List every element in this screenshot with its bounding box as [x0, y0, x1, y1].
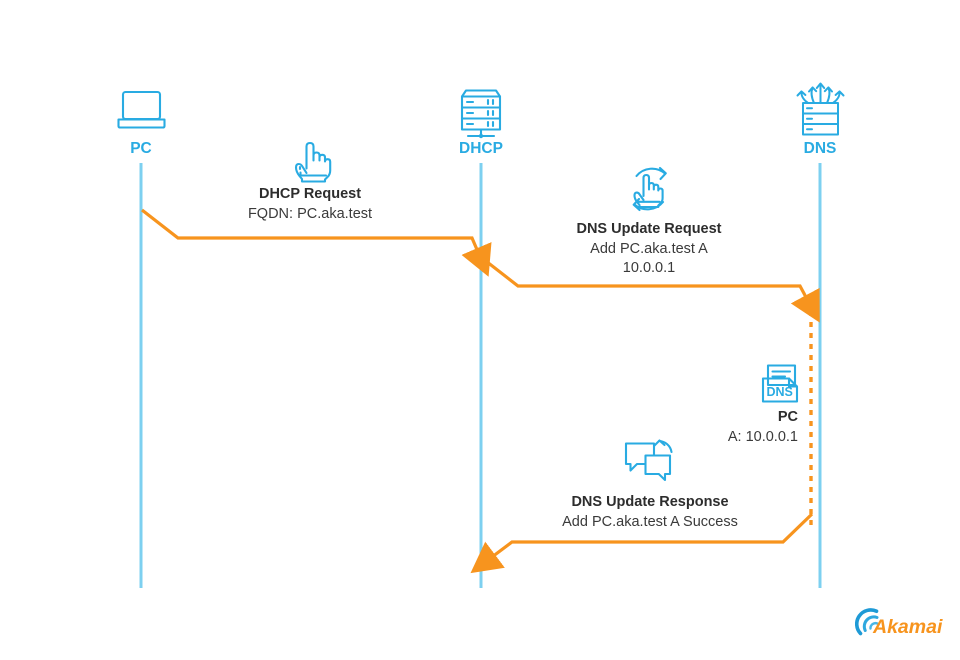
dns-record-line: A: 10.0.0.1	[727, 428, 798, 445]
message-dhcp-request: DHCP Request FQDN: PC.aka.test	[180, 185, 440, 224]
hand-refresh-icon	[632, 166, 667, 212]
arrow-dns-update-response	[470, 512, 814, 574]
speech-bubbles-reply-icon	[624, 439, 673, 482]
lifelines	[139, 163, 822, 588]
akamai-swoosh-icon	[855, 608, 879, 636]
message-line: Add PC.aka.test A	[590, 240, 708, 257]
message-title: DNS Update Request	[576, 221, 722, 237]
dns-server-icon	[796, 82, 845, 136]
svg-text:DNS: DNS	[767, 385, 793, 399]
dns-record-title: PC	[777, 409, 798, 425]
akamai-logo: Akamai	[855, 608, 943, 638]
message-line: Add PC.aka.test A Success	[562, 513, 738, 530]
message-title: DHCP Request	[258, 186, 362, 202]
participant-label-pc: PC	[130, 140, 152, 157]
akamai-wordmark: Akamai	[872, 616, 943, 638]
message-dns-update-response: DNS Update Response Add PC.aka.test A Su…	[520, 493, 780, 532]
laptop-icon	[117, 90, 166, 129]
server-rack-icon	[460, 89, 502, 139]
dns-document-icon: DNS	[761, 364, 799, 403]
message-line: FQDN: PC.aka.test	[247, 205, 373, 222]
arrow-dhcp-request	[141, 208, 492, 277]
message-title: DNS Update Response	[571, 494, 729, 510]
message-line: 10.0.0.1	[622, 260, 676, 276]
message-dns-update-request: DNS Update Request Add PC.aka.test A 10.…	[519, 220, 779, 279]
participant-label-dns: DNS	[803, 140, 837, 157]
participant-label-dhcp: DHCP	[459, 140, 503, 157]
dns-record-text: PC A: 10.0.0.1	[617, 408, 798, 447]
arrow-dns-update-request	[481, 256, 820, 323]
pointing-hand-icon	[294, 141, 332, 183]
